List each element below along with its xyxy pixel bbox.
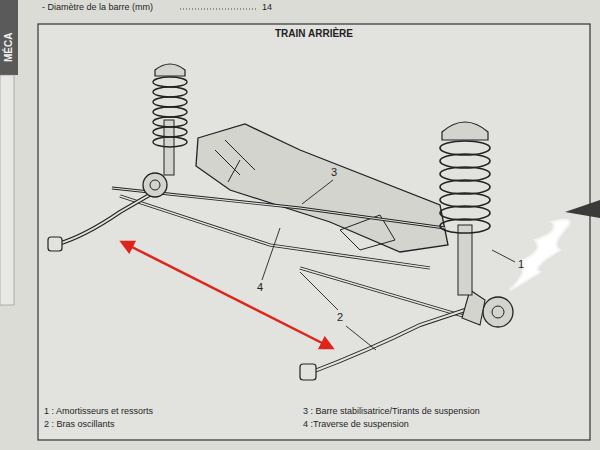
spring-mount bbox=[442, 122, 488, 140]
lower-bar bbox=[300, 268, 470, 318]
figure-title: TRAIN ARRIÈRE bbox=[275, 28, 353, 39]
callout-number: 2 bbox=[337, 311, 343, 323]
spec-value: 14 bbox=[262, 3, 272, 13]
dot-leader bbox=[180, 9, 258, 10]
leader-line bbox=[262, 180, 515, 350]
legend-line: 2 : Bras oscillants bbox=[44, 420, 115, 430]
pen-tip bbox=[565, 200, 600, 218]
arm-bush bbox=[300, 364, 316, 380]
legend-line: 1 : Amortisseurs et ressorts bbox=[44, 407, 153, 417]
figure-frame bbox=[38, 24, 590, 440]
section-tab-text: MÉCA bbox=[3, 33, 14, 62]
callout-number: 3 bbox=[331, 166, 337, 178]
callout-number: 1 bbox=[518, 258, 524, 270]
wheel-hub bbox=[483, 297, 513, 327]
legend-line: 4 :Traverse de suspension bbox=[303, 420, 409, 430]
lower-bar bbox=[300, 268, 470, 318]
spring-mount bbox=[155, 64, 185, 76]
trailing-arm bbox=[312, 305, 480, 372]
crossmember-ribs bbox=[215, 140, 255, 182]
white-scribble bbox=[510, 220, 570, 290]
callout-number: 4 bbox=[257, 281, 263, 293]
shock-absorber bbox=[458, 225, 472, 295]
trailing-arm bbox=[312, 305, 480, 372]
wheel-hub bbox=[492, 306, 504, 318]
tie-rod bbox=[120, 196, 430, 268]
wheel-hub bbox=[143, 173, 167, 197]
legend-line: 3 : Barre stabilisatrice/Tirants de susp… bbox=[303, 407, 480, 417]
coil-spring bbox=[440, 141, 490, 233]
arm-bush bbox=[48, 237, 62, 251]
spec-line: - Diamètre de la barre (mm) bbox=[42, 3, 153, 13]
trailing-arm bbox=[58, 190, 158, 244]
coil-spring bbox=[153, 77, 187, 147]
red-arrow bbox=[122, 242, 332, 348]
wheel-hub bbox=[150, 180, 160, 190]
tie-rod bbox=[120, 196, 430, 268]
section-tab bbox=[0, 75, 14, 305]
section-tab bbox=[0, 0, 18, 75]
trailing-arm bbox=[58, 190, 158, 244]
